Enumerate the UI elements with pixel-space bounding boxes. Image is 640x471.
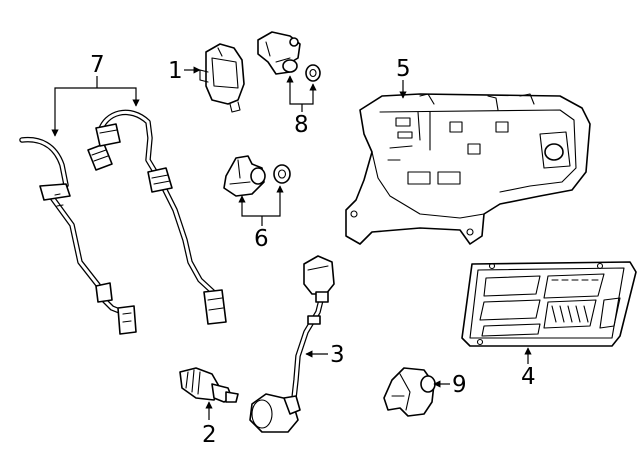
control-module-part-4[interactable] xyxy=(461,261,637,347)
washer-part-6[interactable] xyxy=(273,164,291,184)
sensor-part-9[interactable] xyxy=(383,367,436,417)
callout-5: 5 xyxy=(396,56,411,82)
sensor-part-8[interactable] xyxy=(257,31,301,75)
callout-6: 6 xyxy=(254,226,269,252)
sensor-with-lead-part-3[interactable] xyxy=(249,255,335,433)
callout-1: 1 xyxy=(168,58,183,84)
callout-7: 7 xyxy=(90,52,105,78)
sensor-module-part-1[interactable] xyxy=(199,43,245,113)
washer-part-8[interactable] xyxy=(305,64,321,82)
wiring-harness-part-7[interactable] xyxy=(19,109,227,335)
bracket-part-5[interactable] xyxy=(345,93,591,245)
callout-4: 4 xyxy=(521,364,536,390)
callout-7-bracket xyxy=(51,87,140,137)
callout-9: 9 xyxy=(452,372,467,398)
callout-3: 3 xyxy=(330,342,345,368)
callout-8: 8 xyxy=(294,112,309,138)
callout-2: 2 xyxy=(202,422,217,448)
sensor-probe-part-2[interactable] xyxy=(179,367,239,403)
callout-6-bracket xyxy=(238,185,284,217)
sensor-part-6[interactable] xyxy=(223,155,266,197)
